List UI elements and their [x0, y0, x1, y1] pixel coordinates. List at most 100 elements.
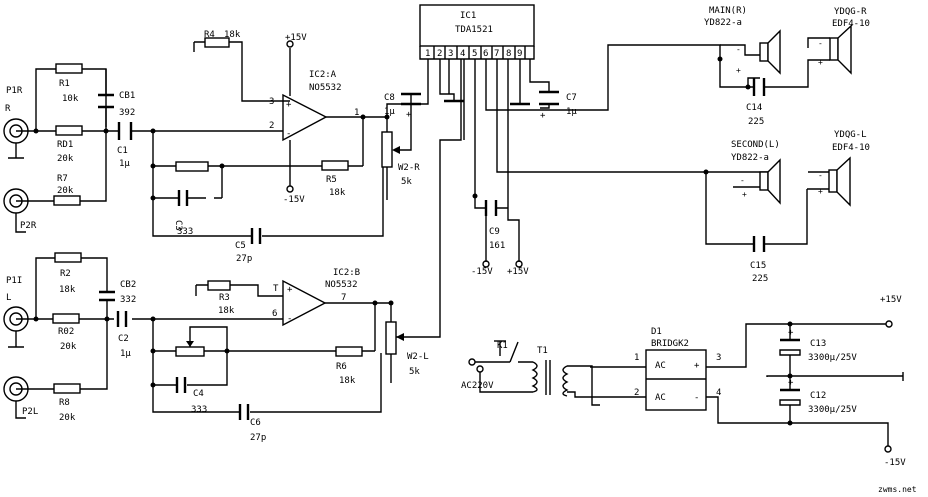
- capacitor-c6-ref: C6: [250, 418, 261, 428]
- connector-p2l-label: P2L: [22, 407, 38, 417]
- pot-w2l: W2-L 5k: [385, 321, 429, 377]
- capacitor-c2-ref: C2: [118, 334, 129, 344]
- ic1-pin4: 4: [460, 49, 465, 59]
- capacitor-c9: C9 161: [484, 200, 505, 251]
- trimmer-resistor-l: [175, 341, 205, 357]
- capacitor-c5: C5 27p: [235, 228, 262, 264]
- pot-w2l-ref: W2-L: [407, 352, 429, 362]
- resistor-r1-ref: R1: [59, 79, 70, 89]
- opamp-ic2a-minus: -: [286, 129, 291, 139]
- speaker-ydqg-r-plus: +: [818, 58, 823, 67]
- rail-psu-minus-label: -15V: [884, 458, 906, 468]
- rail-c9-plus-label: +15V: [507, 267, 529, 277]
- opamp-ic2b-t-label: T: [273, 284, 279, 294]
- capacitor-cb2-ref: CB2: [120, 280, 136, 290]
- bridge-d1-ref: D1: [651, 327, 662, 337]
- capacitor-c3: C3 333: [173, 190, 193, 237]
- watermark: zwms.net: [878, 485, 917, 494]
- switch-k1-label: K1: [497, 341, 508, 351]
- ic1-ref: IC1: [460, 11, 476, 21]
- capacitor-c3-ref: C3: [173, 220, 183, 231]
- speaker-main-r-part: YD822-a: [704, 18, 742, 28]
- capacitor-c1: C1 1μ: [117, 122, 133, 169]
- switch-k1: K1: [494, 340, 508, 351]
- opamp-ic2b-part: NO5532: [325, 280, 358, 290]
- capacitor-c14: C14 225: [746, 78, 766, 127]
- capacitor-c4-val: 333: [191, 405, 207, 415]
- connector-p1r: P1R R: [3, 86, 29, 159]
- ic1-pin2: 2: [437, 49, 442, 59]
- ground-ic1: [444, 99, 530, 106]
- rail-c9-minus-label: -15V: [471, 267, 493, 277]
- rail-ic2a-minus-label: -15V: [283, 195, 305, 205]
- resistor-r2-val: 18k: [59, 285, 76, 295]
- transformer-t1: T1: [531, 346, 569, 397]
- speaker-ydqg-r-minus: -: [818, 39, 823, 48]
- resistor-r6: R6 18k: [335, 346, 363, 386]
- capacitor-c6: C6 27p: [238, 404, 266, 443]
- resistor-r1-val: 10k: [62, 94, 79, 104]
- resistor-r8-ref: R8: [59, 398, 70, 408]
- resistor-r3-val: 18k: [218, 306, 235, 316]
- capacitor-c14-ref: C14: [746, 103, 762, 113]
- ac-input-label: AC220V: [461, 381, 494, 391]
- bridge-d1-pin3: 3: [716, 353, 721, 363]
- speaker-ydqg-r: - + YDQG-R EDF4-10: [818, 7, 870, 75]
- resistor-rd1-ref: RD1: [57, 140, 73, 150]
- rail-psu-plus-label: +15V: [880, 295, 902, 305]
- capacitor-c9-val: 161: [489, 241, 505, 251]
- speaker-ydqg-l-part: EDF4-10: [832, 143, 870, 153]
- speaker-ydqg-l-minus: -: [818, 171, 823, 180]
- capacitor-c8-plus: +: [406, 110, 412, 120]
- bridge-d1-pin2: 2: [634, 388, 639, 398]
- resistor-rd1-val: 20k: [57, 154, 74, 164]
- opamp-ic2a-pin3: 3: [269, 97, 274, 107]
- bridge-d1-minus: -: [694, 393, 699, 403]
- opamp-ic2a: + - 3 2 1 IC2:A NO5532: [269, 70, 359, 142]
- resistor-r5: R5 18k: [321, 160, 349, 198]
- capacitor-c13-val: 3300μ/25V: [808, 353, 857, 363]
- opamp-ic2a-ref: IC2:A: [309, 70, 337, 80]
- capacitor-cb2-val: 332: [120, 295, 136, 305]
- ac-input: AC220V: [461, 358, 494, 391]
- resistor-r6-val: 18k: [339, 376, 356, 386]
- speaker-second-l-part: YD822-a: [731, 153, 769, 163]
- ic1-tda1521: IC1 TDA1521 1 2 3 4 5 6 7 8 9: [419, 4, 535, 60]
- capacitor-c14-val: 225: [748, 117, 764, 127]
- connector-p2r-label: P2R: [20, 221, 37, 231]
- capacitor-c1-val: 1μ: [119, 159, 130, 169]
- capacitor-c5-val: 27p: [236, 254, 252, 264]
- capacitor-c13-plus: +: [788, 328, 794, 338]
- opamp-ic2a-plus: +: [286, 100, 292, 110]
- ic1-pin6: 6: [483, 49, 488, 59]
- pot-w2r-ref: W2-R: [398, 163, 420, 173]
- capacitor-c7-plus: +: [540, 111, 546, 121]
- capacitor-c6-val: 27p: [250, 433, 266, 443]
- capacitor-cb2: CB2 332: [99, 280, 136, 305]
- capacitor-c8-ref: C8: [384, 93, 395, 103]
- capacitor-cb1-ref: CB1: [119, 91, 135, 101]
- resistor-r02: R02 20k: [52, 313, 80, 352]
- connector-p1l: P1I L: [3, 276, 29, 348]
- capacitor-c4-ref: C4: [193, 389, 204, 399]
- rail-psu-minus: -15V: [884, 445, 906, 468]
- speaker-second-l: - + SECOND(L) YD822-a: [731, 140, 781, 205]
- bridge-d1-plus: +: [694, 361, 700, 371]
- bridge-d1-pin4: 4: [716, 388, 721, 398]
- opamp-ic2b: + - 6 7 T IC2:B NO5532: [272, 268, 360, 327]
- opamp-ic2b-ref: IC2:B: [333, 268, 360, 278]
- connector-p1l-sub: L: [6, 293, 11, 303]
- resistor-r4: R4 18k: [193, 30, 241, 52]
- resistor-feedback-r: [175, 161, 209, 172]
- speaker-main-r: - + MAIN(R) YD822-a: [704, 6, 781, 75]
- resistor-r7-ref: R7: [57, 174, 68, 184]
- speaker-main-r-plus: +: [736, 66, 741, 75]
- capacitor-c15-val: 225: [752, 274, 768, 284]
- capacitor-c13: + C13 3300μ/25V: [779, 328, 857, 363]
- connector-p2l: P2L: [3, 376, 38, 419]
- transformer-t1-label: T1: [537, 346, 548, 356]
- resistor-rd1: RD1 20k: [55, 125, 83, 164]
- opamp-ic2b-plus: +: [287, 285, 293, 295]
- bridge-d1-ac1: AC: [655, 361, 666, 371]
